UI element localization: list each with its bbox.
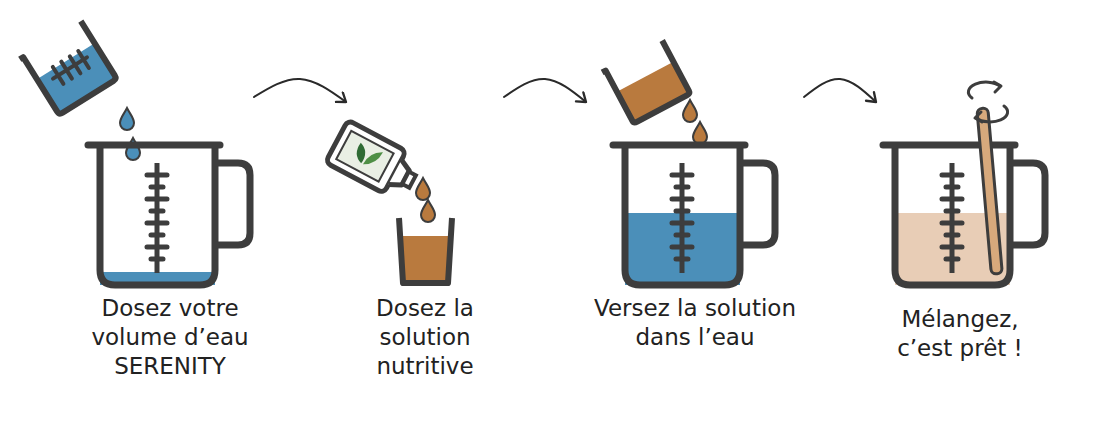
- water-drop: [126, 138, 140, 160]
- beaker: [20, 21, 117, 117]
- measuring-glass: [399, 218, 452, 283]
- step-arrow: [504, 79, 586, 102]
- step-caption: Dosez votre volume d’eau SERENITY: [90, 294, 250, 381]
- step-arrow: [254, 79, 346, 102]
- step-caption: Mélangez, c’est prêt !: [880, 305, 1040, 363]
- nutrient-drop: [683, 100, 697, 122]
- nutrient-drop: [416, 178, 430, 200]
- step-panel: Mélangez, c’est prêt !: [880, 20, 1040, 385]
- pitcher: [88, 145, 250, 285]
- pitcher: [883, 145, 1045, 285]
- step-panel: Versez la solution dans l’eau: [590, 20, 800, 385]
- nutrient-drop: [421, 200, 435, 222]
- step-caption: Versez la solution dans l’eau: [590, 294, 800, 352]
- rotation-arrows: [968, 82, 1007, 122]
- nutrient-bottle: [325, 120, 423, 203]
- water-drop: [120, 108, 134, 130]
- step-panel: Dosez votre volume d’eau SERENITY: [90, 20, 250, 385]
- stirring-stick: [977, 108, 1002, 274]
- step-arrow: [804, 79, 876, 102]
- pouring-cup: [602, 40, 690, 125]
- pitcher: [613, 145, 775, 285]
- nutrient-fill: [402, 236, 449, 280]
- step-panel: Dosez la solution nutritive: [350, 20, 500, 385]
- nutrient-drop: [693, 122, 707, 144]
- step-caption: Dosez la solution nutritive: [350, 294, 500, 381]
